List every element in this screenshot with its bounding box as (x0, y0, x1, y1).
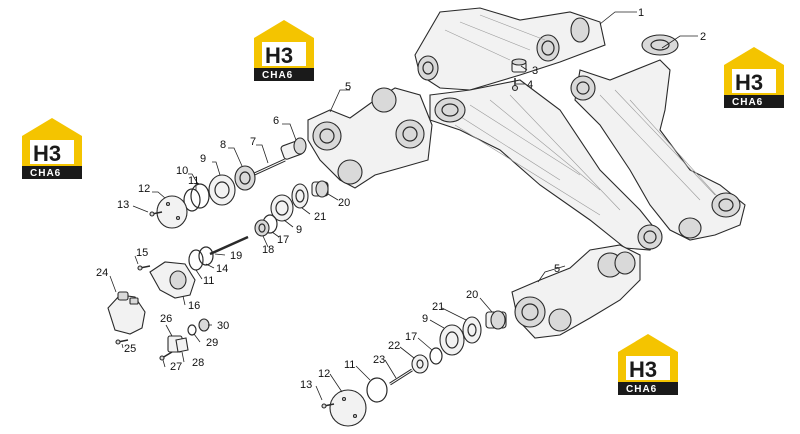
callout-25: 25 (124, 343, 136, 355)
pin-part-6 (280, 137, 307, 160)
screw-part-13-upper (149, 211, 163, 217)
callout-17-lower: 17 (405, 331, 417, 343)
logo-mark: H3 (33, 141, 61, 166)
callout-30: 30 (217, 320, 229, 332)
callout-9-lower: 9 (422, 313, 428, 325)
callout-20-upper: 20 (338, 197, 350, 209)
callout-19: 19 (230, 250, 242, 262)
callout-2: 2 (700, 31, 706, 43)
callout-3: 3 (532, 65, 538, 77)
logo-sub: CHA6 (262, 70, 293, 81)
main-frame-part-1 (414, 7, 663, 251)
callout-6: 6 (273, 115, 279, 127)
callout-11-middle: 11 (203, 275, 214, 287)
leader-lines (109, 11, 698, 401)
washer-part-29 (187, 324, 197, 336)
callout-8: 8 (220, 139, 226, 151)
brand-logo-right: H3 CHA6 (724, 47, 784, 108)
bushing-part-20-upper (311, 180, 329, 198)
sensor-cover-part-16 (149, 261, 196, 299)
logo-mark: H3 (735, 70, 763, 95)
bolt-part-7 (249, 158, 286, 178)
bracket-part-5-upper (307, 87, 433, 189)
callout-5-lower: 5 (554, 263, 560, 275)
logo-sub: CHA6 (732, 97, 763, 108)
callout-14: 14 (216, 263, 228, 275)
logo-mark: H3 (629, 357, 657, 382)
callout-5-upper: 5 (345, 81, 351, 93)
seal-part-11-middle (188, 249, 204, 271)
callout-18: 18 (262, 244, 274, 256)
callout-13-lower: 13 (300, 379, 312, 391)
callout-12-lower: 12 (318, 368, 330, 380)
housing-part-24 (107, 291, 146, 335)
logo-mark: H3 (265, 43, 293, 68)
callout-22: 22 (388, 340, 400, 352)
callout-16: 16 (188, 300, 200, 312)
screw-part-25 (115, 339, 129, 345)
logo-sub: CHA6 (626, 384, 657, 395)
bearing-part-9-lower (439, 324, 465, 356)
bushing-part-18 (254, 219, 270, 237)
callout-10: 10 (176, 165, 188, 177)
callout-20-lower: 20 (466, 289, 478, 301)
logo-sub: CHA6 (30, 168, 61, 179)
callout-17-upper: 17 (277, 234, 289, 246)
spacer-part-3 (511, 58, 527, 73)
callout-7: 7 (250, 136, 256, 148)
bearing-part-21-upper (291, 183, 309, 209)
bearing-part-9-middle (270, 194, 294, 222)
bolt-part-4 (511, 78, 519, 92)
callout-12-upper: 12 (138, 183, 150, 195)
cover-part-12-upper (156, 195, 188, 229)
callout-11-lower: 11 (344, 359, 355, 371)
callout-21-upper: 21 (314, 211, 326, 223)
callout-21-lower: 21 (432, 301, 444, 313)
bolt-part-23 (389, 368, 413, 386)
screw-part-13-lower (321, 403, 335, 409)
bushing-part-20-lower (485, 310, 507, 330)
callout-13-upper: 13 (117, 199, 129, 211)
brand-logo-top: H3 CHA6 (254, 20, 314, 81)
callout-24: 24 (96, 267, 108, 279)
bearing-part-21-lower (462, 316, 482, 344)
screw-part-27 (159, 351, 173, 361)
callout-11-upper: 11 (188, 175, 199, 187)
seal-part-11-upper (183, 188, 201, 212)
callout-29: 29 (206, 337, 218, 349)
callout-9-middle: 9 (296, 224, 302, 236)
callout-4: 4 (527, 79, 533, 91)
callout-26: 26 (160, 313, 172, 325)
cover-part-12-lower (329, 389, 367, 427)
seal-part-17-lower (429, 347, 443, 365)
callout-23: 23 (373, 354, 385, 366)
brand-logo-bottom: H3 CHA6 (618, 334, 678, 395)
seal-part-11-lower (366, 377, 388, 403)
bearing-part-9-upper (208, 174, 236, 206)
callout-labels: 1 2 3 4 5 5 6 7 8 9 10 11 12 13 20 21 9 … (96, 7, 706, 391)
callout-15: 15 (136, 247, 148, 259)
washer-part-14 (198, 246, 214, 266)
callout-28: 28 (192, 357, 204, 369)
bracket-part-28 (175, 337, 189, 353)
bearing-part-8 (234, 165, 256, 191)
arm-part-2 (570, 34, 746, 241)
bracket-part-5-lower (511, 244, 641, 339)
oring-part-10 (190, 183, 210, 209)
screw-part-15 (137, 265, 151, 271)
callout-27: 27 (170, 361, 182, 373)
washer-part-22 (411, 354, 429, 374)
rod-part-19 (209, 235, 249, 256)
nut-part-30 (198, 318, 210, 332)
callout-1: 1 (638, 7, 644, 19)
brand-logo-left: H3 CHA6 (22, 118, 82, 179)
callout-9-upper: 9 (200, 153, 206, 165)
